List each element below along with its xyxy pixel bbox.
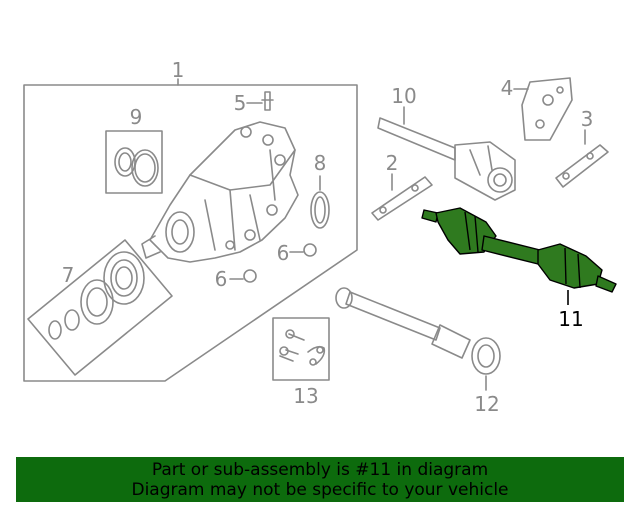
bracket-2 [371,176,433,221]
callout-11[interactable]: 11 [558,307,583,331]
half-shaft-11 [421,207,617,293]
banner-line-1: Part or sub-assembly is #11 in diagram [151,460,489,480]
callout-6-lower[interactable]: 6 [215,267,228,291]
intermediate-shaft [377,117,516,201]
propeller-shaft [335,287,501,375]
callout-8[interactable]: 8 [314,151,327,175]
assembly-1-frame [23,84,358,382]
differential-housing [141,121,299,263]
callout-6-upper[interactable]: 6 [277,241,290,265]
banner-line-2: Diagram may not be specific to your vehi… [131,480,509,500]
callout-10[interactable]: 10 [391,84,416,108]
parts-diagram: 1 9 5 8 6 6 7 10 4 3 2 11 12 13 [23,58,617,416]
callout-1[interactable]: 1 [172,58,185,82]
callout-13[interactable]: 13 [293,384,318,408]
bracket-4 [521,77,573,141]
callout-3[interactable]: 3 [581,107,594,131]
bracket-3 [555,144,609,188]
callout-4[interactable]: 4 [501,76,514,100]
callout-7[interactable]: 7 [62,263,75,287]
box-9 [105,130,163,194]
callout-5[interactable]: 5 [234,91,247,115]
callout-9[interactable]: 9 [130,105,143,129]
info-banner: Part or sub-assembly is #11 in diagram D… [16,457,624,502]
callout-2[interactable]: 2 [386,151,399,175]
callout-12[interactable]: 12 [474,392,499,416]
box-13 [272,317,330,381]
box-7 [27,239,173,376]
